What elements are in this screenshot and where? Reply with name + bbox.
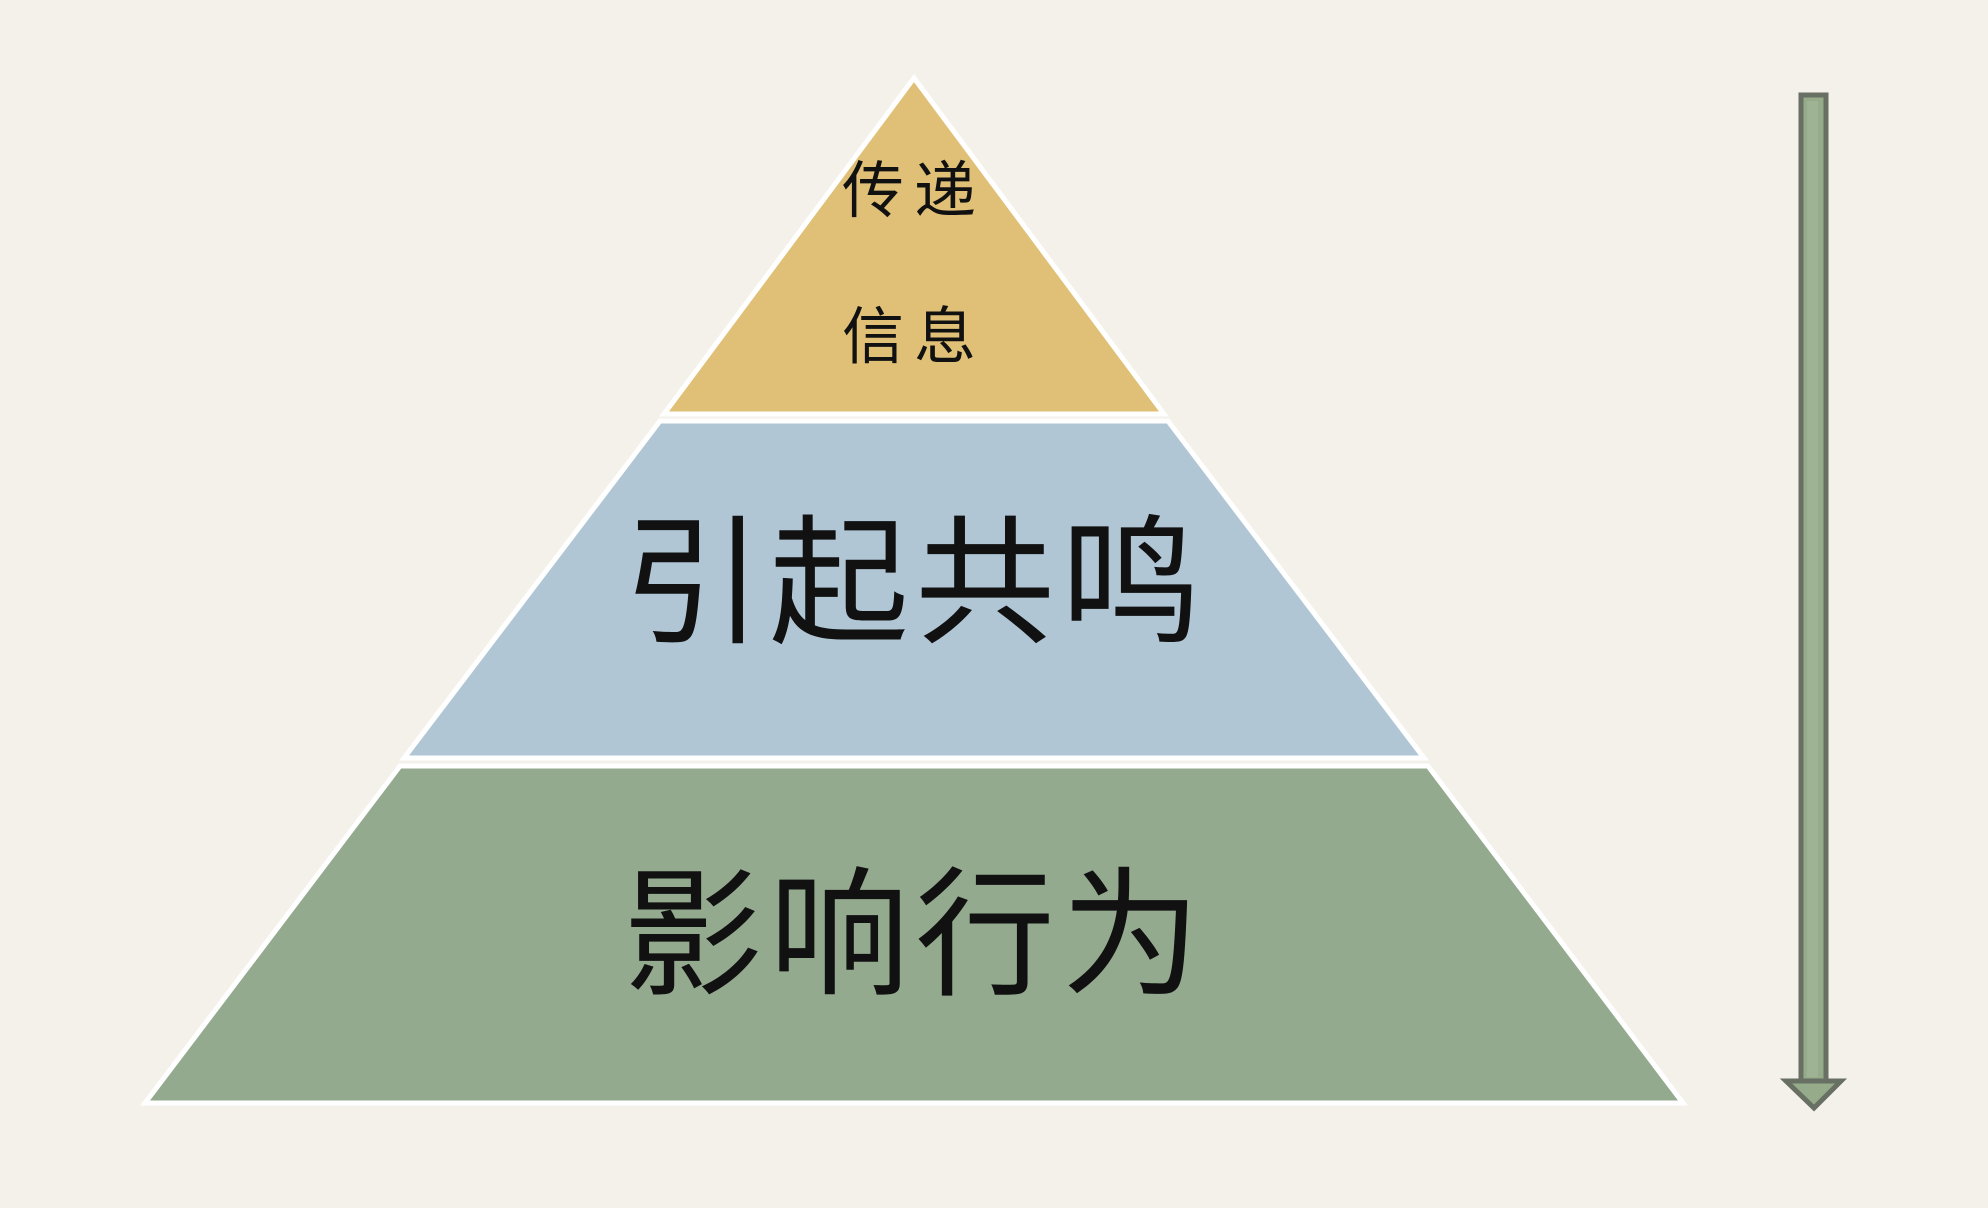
top-level-label-line1: 传递 bbox=[841, 154, 986, 227]
top-level-label-line2: 信息 bbox=[841, 300, 986, 373]
middle-level-label: 引起共鸣 bbox=[622, 503, 1207, 666]
bottom-level-label: 影响行为 bbox=[622, 855, 1207, 1018]
pyramid-middle-tier bbox=[398, 418, 1430, 761]
top-level-label: 传递 信息 bbox=[814, 118, 1014, 410]
pyramid-bottom-tier bbox=[139, 763, 1689, 1106]
downward-arrow bbox=[1779, 92, 1848, 1112]
pyramid-top-tier bbox=[659, 73, 1169, 417]
